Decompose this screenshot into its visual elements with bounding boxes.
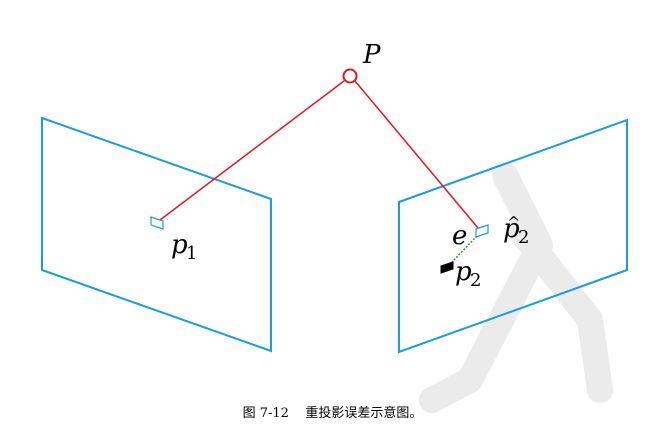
watermark-stroke-2: [507, 217, 613, 403]
left-image-plane: [41, 116, 272, 353]
watermark-stroke-1: [419, 162, 553, 413]
p2-observed-marker: [440, 261, 454, 274]
p2-hat-marker: [475, 224, 489, 238]
watermark: [419, 162, 613, 413]
label-p1: p: [171, 230, 188, 260]
ray-to-p2-hat: [354, 80, 479, 229]
world-point-P: [342, 68, 358, 84]
right-image-plane: [398, 118, 628, 354]
figure-caption: 图 7-12 重投影误差示意图。: [242, 406, 423, 421]
label-P: P: [362, 40, 381, 70]
p1-marker: [150, 216, 164, 230]
label-p2: p: [455, 257, 472, 287]
label-p2-hat-accent: ^: [507, 213, 520, 232]
ray-to-p1: [159, 80, 345, 221]
label-e: e: [452, 221, 467, 251]
label-p2-subscript: 2: [470, 270, 481, 291]
label-p1-subscript: 1: [186, 243, 197, 264]
label-p2-hat-subscript: 2: [518, 227, 529, 248]
error-line-e: [451, 235, 478, 263]
label-p2-hat: p: [503, 214, 520, 244]
